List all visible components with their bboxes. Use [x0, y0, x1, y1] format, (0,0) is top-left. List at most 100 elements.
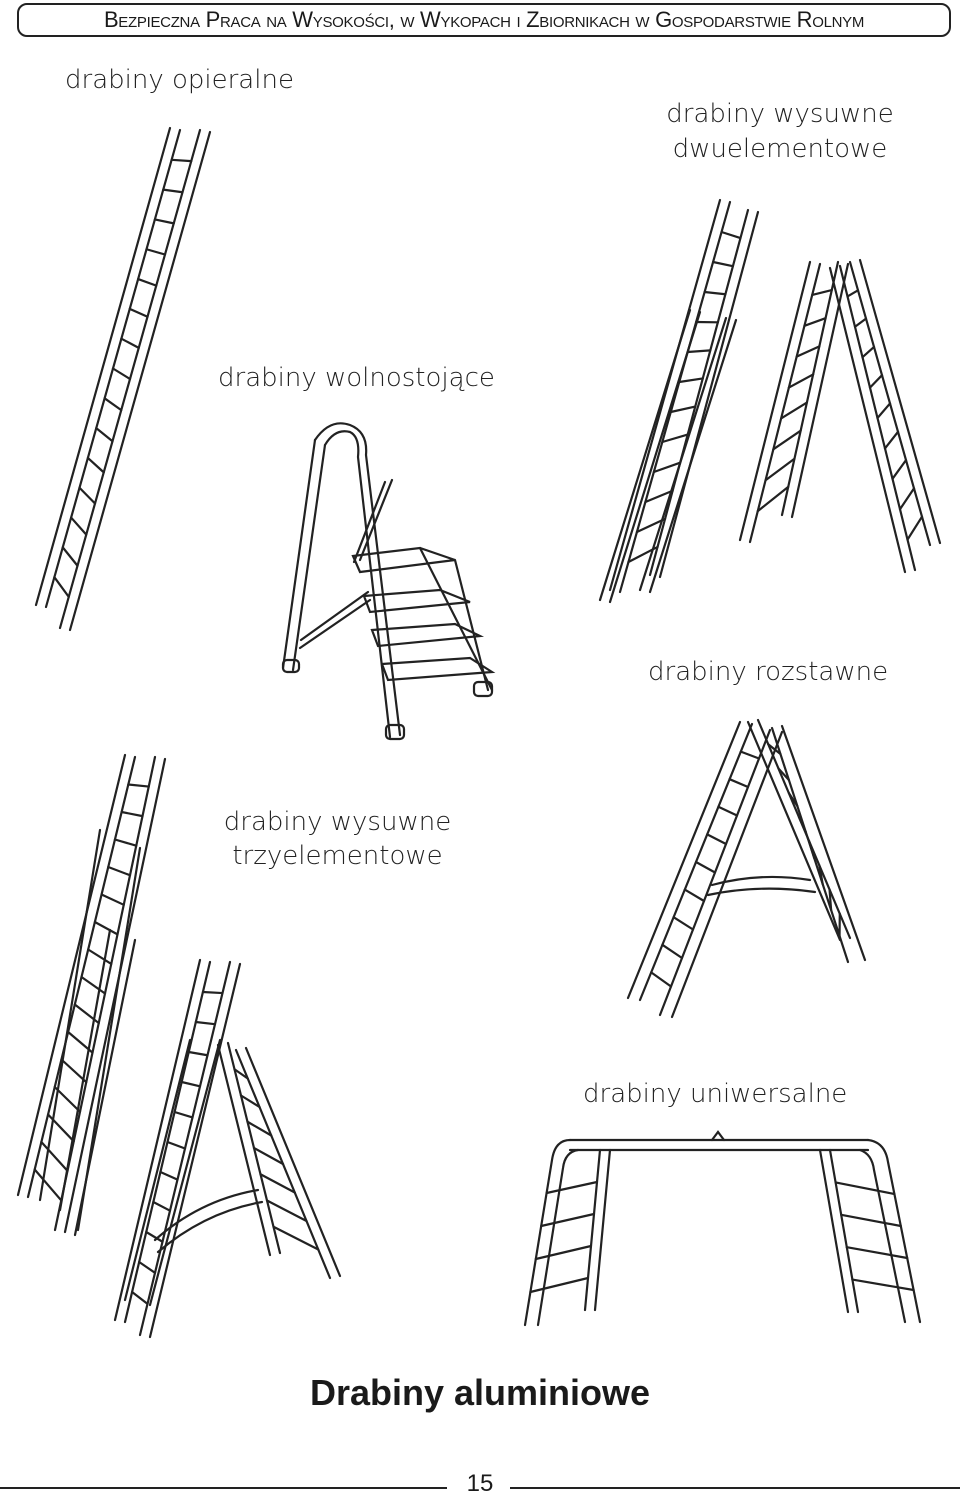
ladder-rung [272, 1225, 320, 1251]
ladder-rung [120, 337, 140, 349]
ladder-rung [162, 188, 184, 194]
ladder-rung [787, 373, 815, 389]
ladder-rung [853, 317, 868, 328]
page-header: Bezpieczna Praca na Wysokości, w Wykopac… [17, 3, 951, 37]
ladder-rung [883, 430, 900, 450]
ladder-rung [644, 489, 674, 504]
ladder-rung [861, 345, 876, 359]
ladder-rung [153, 218, 175, 225]
ladder-rung [767, 743, 782, 756]
ladder-rung [529, 1276, 590, 1294]
ladder-rung [627, 545, 659, 564]
ladder-rung [728, 778, 750, 789]
ladder-rung [233, 1068, 249, 1080]
page-caption: Drabiny aluminiowe [309, 1372, 651, 1413]
ladder-rung [166, 1140, 187, 1150]
ladder-rung [840, 1213, 902, 1228]
ladder-rung [803, 317, 827, 327]
ladder-rung [703, 290, 727, 296]
ladder-rung [120, 810, 144, 818]
ladder-rung [846, 289, 860, 298]
ladder-rung [138, 1260, 157, 1274]
ladder-rung [60, 1058, 88, 1084]
ladder-rung [891, 459, 908, 480]
ladder-rung [53, 1085, 82, 1113]
ladder-rung [67, 1030, 94, 1054]
ladder-rung [906, 515, 924, 541]
ladder-rung [828, 888, 833, 912]
ladder-rung [137, 277, 158, 287]
ladder-rung [78, 486, 97, 505]
ladder-rung [652, 461, 682, 474]
ladder-rung [73, 1003, 100, 1025]
multi-purpose-ladder-drawing [523, 1130, 922, 1327]
ladder-rung [107, 865, 132, 877]
label-rozstawne: drabiny rozstawne [648, 657, 889, 687]
ladder-rung [265, 1199, 308, 1223]
leaning-ladder-drawing [34, 126, 212, 632]
ladder-rung [103, 397, 123, 412]
ladder-rung [868, 374, 884, 389]
label-uniwersalne: drabiny uniwersalne [583, 1079, 848, 1109]
ladder-rung [33, 1168, 63, 1202]
ladder-rung [720, 230, 742, 240]
ladder-rung [851, 1278, 915, 1292]
ladder-rung [898, 487, 916, 511]
a-frame-ladder-drawing [626, 718, 867, 1019]
ladder-rung [545, 1180, 599, 1195]
ladder-rung [87, 948, 113, 966]
ladder-rung [145, 1230, 164, 1243]
ladder-rung [187, 1050, 209, 1057]
ladder-rung [130, 1290, 149, 1306]
ladder-rung [93, 920, 119, 936]
ladder-rung [808, 840, 816, 860]
ladder-rung [127, 783, 150, 788]
ladder-rung [669, 405, 697, 414]
ladder-rung [661, 433, 689, 444]
ladder-rung [780, 401, 808, 420]
ladder-rung [252, 1146, 285, 1166]
ladder-rung [764, 457, 796, 482]
ladder-rung [173, 1110, 194, 1119]
ladder-rung [40, 1140, 69, 1172]
ladder-rung [787, 791, 799, 808]
ladder-rung [201, 990, 224, 995]
ladder-rung [711, 260, 735, 268]
label-wysuwne-dwu-line1: drabiny wysuwne [666, 99, 894, 129]
extension-ladder-3-drawing [16, 753, 342, 1339]
ladder-rung [70, 516, 88, 536]
ladder-rung [683, 888, 706, 903]
ladder-rung [834, 1181, 896, 1196]
label-wysuwne-trzy-line1: drabiny wysuwne [223, 807, 452, 837]
label-opieralne: drabiny opieralne [65, 65, 294, 95]
ladder-rung [876, 402, 892, 420]
ladder-rung [756, 485, 790, 513]
ladder-rung [686, 349, 712, 354]
ladder-rung [246, 1120, 273, 1137]
ladder-rung [159, 1170, 179, 1181]
label-wysuwne-dwu-line2: dwuelementowe [672, 134, 888, 164]
ladder-rung [540, 1212, 596, 1228]
ladder-rung [818, 864, 824, 886]
ladder-rung [80, 975, 107, 995]
footer-rule-right [510, 1487, 960, 1489]
ladder-rung [650, 971, 673, 988]
ladder-rung [46, 1113, 75, 1143]
ladder-rung [845, 1246, 909, 1260]
ladder-rung [95, 427, 114, 443]
ladder-rung [86, 456, 105, 474]
ladder-rung [239, 1094, 261, 1109]
label-wolnostojace: drabiny wolnostojące [218, 363, 495, 393]
ladder-rung [128, 307, 149, 318]
ladder-rung [777, 767, 790, 782]
ladder-rung [170, 158, 193, 163]
ladder-rung [180, 1080, 202, 1088]
header-title: Bezpieczna Praca na Wysokości, w Wykopac… [103, 7, 865, 32]
page-number: 15 [466, 1470, 494, 1497]
extension-ladder-2-drawing [598, 198, 942, 604]
ladder-rung [145, 248, 167, 256]
ladder-rung [797, 815, 807, 834]
ladder-rung [635, 517, 667, 534]
footer-rule-left [0, 1487, 447, 1489]
